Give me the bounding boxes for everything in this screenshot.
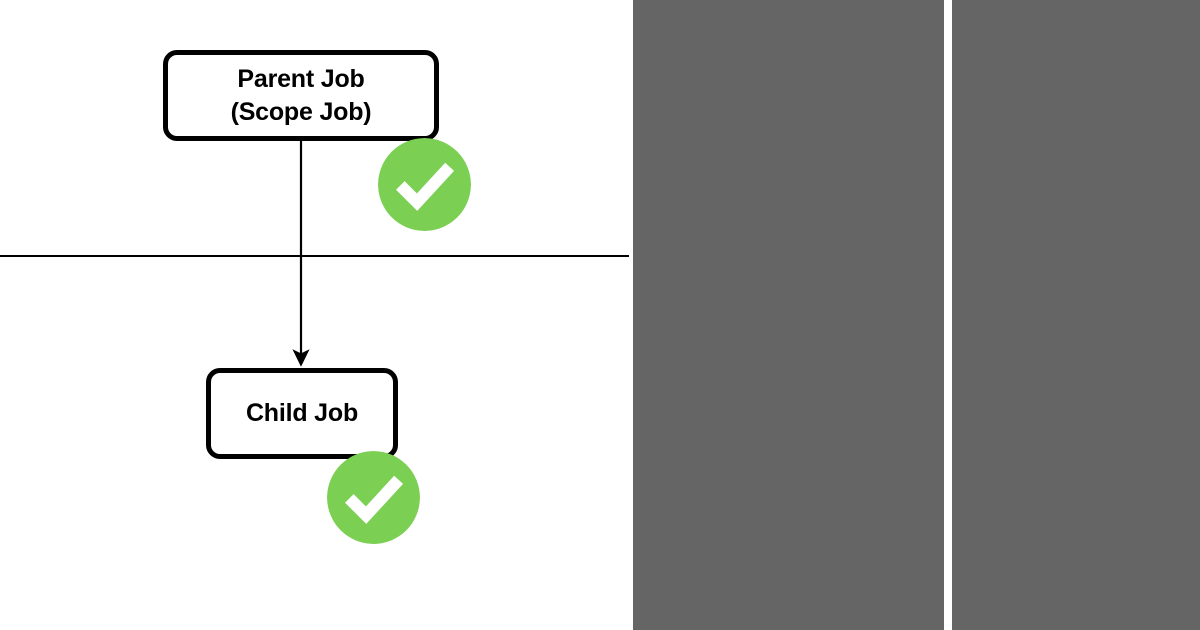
node-child-job[interactable]: Child Job <box>206 368 398 459</box>
node-parent-job-label-line1: Parent Job <box>237 64 365 93</box>
check-circle-icon-child <box>327 451 420 544</box>
dark-panel-left <box>633 0 944 630</box>
node-parent-job-labels: Parent Job (Scope Job) <box>231 63 372 129</box>
node-parent-job[interactable]: Parent Job (Scope Job) <box>163 50 439 141</box>
check-circle-icon-parent <box>378 138 471 231</box>
panel-gap-divider <box>944 0 952 630</box>
flowchart-diagram: Parent Job (Scope Job) Child Job <box>0 50 629 544</box>
node-parent-job-label-line2: (Scope Job) <box>230 97 372 126</box>
gray-circle-shape-2 <box>952 0 1200 630</box>
horizontal-divider <box>0 255 629 257</box>
node-child-job-labels: Child Job <box>246 397 358 430</box>
dark-panel-right <box>952 0 1200 630</box>
node-child-job-label-line1: Child Job <box>245 399 359 427</box>
gray-circle-shape-1 <box>633 0 944 630</box>
edge-parent-to-child <box>292 130 310 367</box>
